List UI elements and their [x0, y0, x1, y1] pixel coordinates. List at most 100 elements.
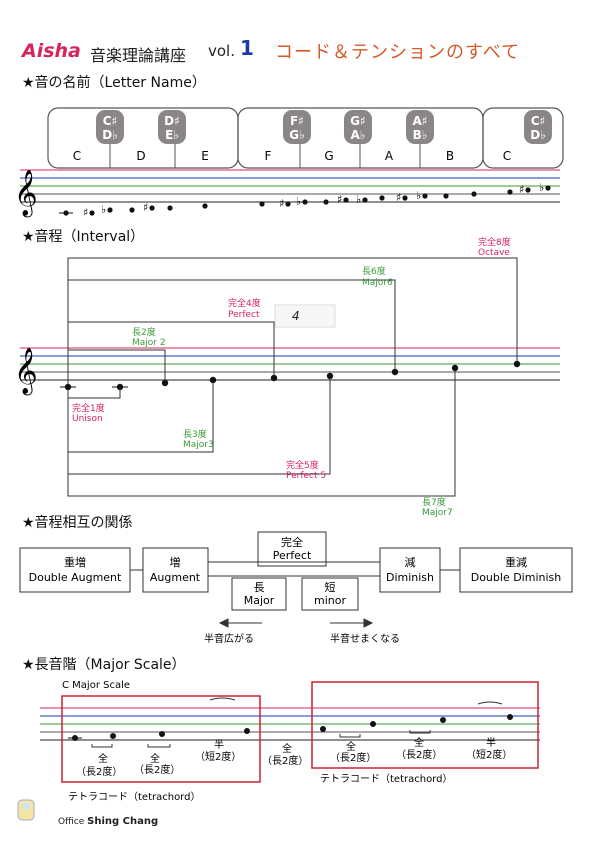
narrower-label: 半音せまくなる [330, 632, 400, 645]
note-head [129, 207, 135, 213]
diminish-jp: 減 [405, 555, 416, 569]
brand-title: Aisha [22, 40, 81, 62]
sharp-icon: ♯ [279, 197, 284, 210]
black-key-sharp: A♯ [412, 114, 427, 128]
white-key-label: B [446, 149, 454, 163]
major7-jp: 長7度 [422, 496, 446, 508]
major-scale: C Major Scale 全 （長2度） 全 （長2度） [40, 680, 540, 803]
course-title: 音楽理論講座 [90, 46, 187, 65]
flat-icon: ♭ [356, 193, 361, 206]
perfect4-jp: 完全4度 [228, 297, 261, 309]
step-7-sub: （短2度） [466, 748, 512, 761]
major-jp: 長 [254, 581, 265, 594]
perfect4-en: Perfect [228, 310, 260, 320]
white-key-label: C [503, 149, 511, 163]
subtitle: コード＆テンションのすべて [275, 42, 521, 63]
major-en: Major [244, 594, 275, 607]
footer: Office Shing Chang [58, 816, 158, 827]
flat-icon: ♭ [416, 189, 421, 202]
step-1-jp: 全 [98, 752, 108, 765]
black-key: D♯E♭ [158, 110, 186, 144]
tetrachord-label-2: テトラコード（tetrachord） [320, 773, 452, 785]
white-key-label: D [136, 149, 145, 163]
perfect4-handwritten: 4 [292, 309, 300, 323]
white-key-label: F [265, 149, 272, 163]
black-key: A♯B♭ [406, 110, 434, 144]
minor-jp: 短 [325, 580, 336, 594]
note-head [202, 203, 208, 209]
black-key-sharp: G♯ [350, 114, 366, 128]
sharp-icon: ♯ [337, 193, 342, 206]
sharp-icon: ♯ [396, 191, 401, 204]
relation-diagram: 重増 Double Augment 増 Augment 完全 Perfect 長… [19, 531, 573, 645]
white-key-label: E [201, 149, 209, 163]
note-head [402, 195, 408, 201]
perfect5-en: Perfect 5 [286, 471, 326, 481]
black-key-sharp: D♯ [164, 114, 180, 128]
black-key-flat: E♭ [165, 128, 179, 142]
mascot-icon [17, 799, 35, 821]
section-relation: ★音程相互の関係 [22, 515, 133, 531]
footer-name: Shing Chang [87, 816, 159, 827]
treble-clef-icon: 𝄞 [14, 348, 38, 396]
note-head [323, 199, 329, 205]
staff-interval: 𝄞 完全8度 Octave 長6度 [14, 236, 560, 518]
flat-icon: ♭ [296, 195, 301, 208]
note-head [107, 207, 113, 213]
double-diminish-en: Double Diminish [471, 571, 562, 584]
note-head [89, 210, 95, 216]
treble-clef-icon: 𝄞 [14, 170, 38, 218]
note-head [443, 193, 449, 199]
step-5-jp: 全 [346, 740, 356, 753]
black-key-flat: B♭ [413, 128, 428, 142]
footer-office: Office [58, 817, 85, 827]
chromatic-notes: ♯ ♭ ♯ ♯ ♭ ♯ ♭ ♯ ♭ ♯ ♭ [59, 181, 551, 219]
black-key: G♯A♭ [344, 110, 372, 144]
sharp-icon: ♯ [83, 206, 88, 219]
black-key-sharp: F♯ [290, 114, 304, 128]
step-1-sub: （長2度） [76, 765, 122, 778]
section-interval: ★音程（Interval） [22, 229, 145, 245]
black-key-sharp: C♯ [103, 114, 118, 128]
step-4-sub: （長2度） [262, 754, 308, 767]
staff-chromatic: 𝄞 ♯ ♭ ♯ ♯ ♭ ♯ ♭ ♯ ♭ ♯ ♭ [14, 169, 560, 219]
vol-number: 1 [240, 36, 254, 60]
note-head [285, 201, 291, 207]
sharp-icon: ♯ [143, 201, 148, 214]
note-head [379, 195, 385, 201]
step-3-jp: 半 [214, 738, 224, 751]
flat-icon: ♭ [101, 203, 106, 216]
step-2-jp: 全 [150, 752, 160, 765]
note-head [525, 187, 531, 193]
note-head [259, 201, 265, 207]
step-6-sub: （長2度） [396, 748, 442, 761]
flat-icon: ♭ [539, 181, 544, 194]
black-key-flat: G♭ [289, 128, 305, 142]
unison-en: Unison [72, 414, 103, 424]
note-head [302, 199, 308, 205]
major3-jp: 長3度 [183, 428, 207, 440]
minor-en: minor [314, 594, 346, 607]
note-head [471, 191, 477, 197]
perfect-jp: 完全 [281, 535, 303, 549]
section-letter-name: ★音の名前（Letter Name） [22, 75, 206, 91]
black-key-flat: D♭ [102, 128, 118, 142]
note-head [362, 197, 368, 203]
double-augment-en: Double Augment [29, 571, 122, 584]
black-key-flat: A♭ [351, 128, 366, 142]
double-augment-jp: 重増 [64, 555, 86, 569]
diminish-en: Diminish [386, 571, 434, 584]
black-key: C♯D♭ [524, 110, 552, 144]
perfect-en: Perfect [273, 549, 312, 562]
sharp-icon: ♯ [519, 183, 524, 196]
black-key: F♯G♭ [283, 110, 311, 144]
unison-jp: 完全1度 [72, 402, 105, 414]
section-major-scale: ★長音階（Major Scale） [22, 657, 186, 673]
note-head [343, 197, 349, 203]
black-key-flat: D♭ [530, 128, 546, 142]
arrow-left-icon [218, 618, 229, 628]
note-head [422, 193, 428, 199]
octave-jp: 完全8度 [478, 236, 511, 248]
